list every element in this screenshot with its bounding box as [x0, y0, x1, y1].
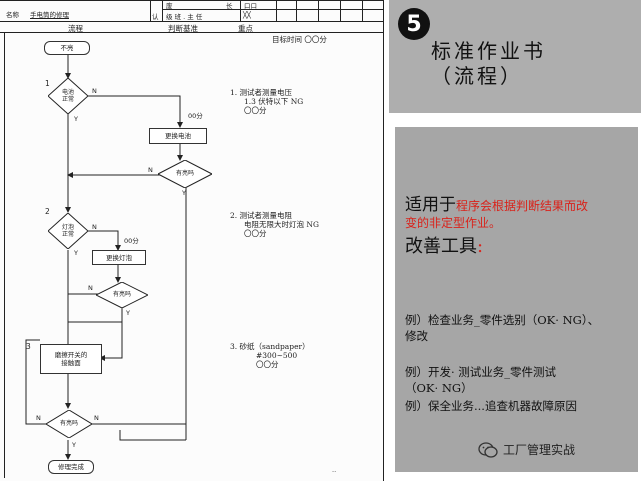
note-2: 2. 测试者测量电阻 电阻无限大时灯泡 NG 〇〇分 — [230, 211, 319, 238]
note-1: 1. 测试者测量电压 1.3 伏特以下 NG 〇〇分 — [230, 88, 303, 115]
header-line — [340, 0, 341, 21]
applies-red-2: 变的非定型作业。 — [405, 216, 502, 230]
replace-bulb-box: 更换灯泡 — [92, 250, 146, 265]
decision-check-1 — [158, 160, 212, 188]
name-label: 名称 — [6, 11, 19, 19]
note-2-line3: 〇〇分 — [244, 229, 267, 238]
note-1-line2: 1.3 伏特以下 NG — [244, 97, 304, 106]
decision-check-3-label: 有亮吗 — [59, 420, 78, 427]
start-terminal: 不亮 — [44, 41, 90, 55]
applies-prefix: 适用于 — [405, 195, 456, 215]
header-row2-text: 级 班 . 主 任 — [166, 13, 203, 21]
header-line — [0, 21, 384, 22]
footer-mark: ·· — [332, 468, 337, 476]
applies-line: 适用于程序会根据判断结果而改 — [405, 190, 588, 215]
note-1-title: 1. 测试者测量电压 — [230, 88, 293, 97]
polish-contact-box: 磨擦开关的 接触面 — [40, 344, 102, 374]
example-2-line2: （OK· NG） — [405, 381, 473, 395]
no-label: N — [88, 284, 93, 292]
note-1-line3: 〇〇分 — [244, 106, 267, 115]
column-criteria: 判断基准 — [168, 24, 198, 33]
no-label: N — [92, 223, 97, 231]
example-2-line1: 例）开发· 测试业务_零件测试 — [405, 365, 557, 379]
panel-title-line1: 标准作业书 — [431, 39, 546, 63]
time-2: 00分 — [124, 237, 139, 245]
recognized-char: 认 — [152, 13, 159, 21]
header-line — [276, 0, 277, 21]
example-3: 例）保全业务...追查机器故障原因 — [405, 399, 577, 413]
header-row1-head: 废 — [166, 2, 173, 10]
title-panel — [389, 0, 641, 113]
watermark-text: 工厂管理实战 — [503, 443, 576, 457]
yes-label: Y — [72, 441, 76, 449]
column-points: 重点 — [238, 24, 253, 33]
header-line — [296, 0, 297, 21]
header-line — [150, 0, 151, 21]
time-1: 00分 — [188, 112, 203, 120]
header-boxes: 口口 — [244, 2, 257, 10]
decision-check-2 — [96, 282, 148, 308]
improve-title-line: 改善工具: — [405, 232, 483, 258]
decision-bulb — [48, 213, 88, 249]
example-1-line2: 修改 — [405, 329, 428, 343]
header-line — [240, 0, 241, 21]
target-time: 目标时间 〇〇分 — [272, 35, 327, 44]
example-1-line1: 例）检查业务_零件选别（OK· NG）、 — [405, 313, 600, 327]
document-border — [4, 32, 5, 478]
improve-title: 改善工具 — [405, 236, 477, 257]
name-value: 手电筒的修理 — [30, 11, 69, 19]
note-2-title: 2. 测试者测量电阻 — [230, 211, 293, 220]
yes-label: Y — [74, 249, 78, 257]
replace-battery-box: 更换电池 — [149, 128, 207, 144]
decision-bulb-label: 灯泡 正常 — [61, 224, 74, 238]
header-line — [318, 0, 319, 21]
header-line — [362, 0, 363, 21]
document-border — [383, 0, 384, 481]
no-label: N — [94, 414, 99, 422]
no-label: N — [148, 166, 153, 174]
decision-check-3 — [46, 410, 92, 438]
step-number-3: 3 — [26, 342, 31, 351]
decision-check-2-label: 有亮吗 — [112, 291, 131, 298]
note-3-line2: #300~500 — [256, 351, 298, 360]
step-number-1: 1 — [45, 79, 50, 88]
note-3-line3: 〇〇分 — [256, 360, 279, 369]
decision-battery — [48, 78, 88, 114]
header-x-marks: ╳╳ — [243, 11, 251, 19]
finish-terminal: 修理完成 — [48, 460, 94, 474]
note-3-title: 3. 砂纸（sandpaper） — [230, 342, 310, 351]
flowchart-document: 名称 手电筒的修理 认 废 长 口口 级 班 . 主 任 ╳╳ 流程 判断基准 … — [0, 0, 384, 481]
yes-label: Y — [182, 189, 186, 197]
yes-label: Y — [74, 115, 78, 123]
section-number-badge: 5 — [398, 8, 430, 40]
note-3: 3. 砂纸（sandpaper） #300~500 〇〇分 — [230, 342, 310, 369]
panel-title-line2: （流程） — [431, 64, 523, 88]
no-label: N — [36, 414, 41, 422]
decision-battery-label: 电池 正常 — [61, 89, 74, 103]
header-line — [0, 0, 384, 1]
header-row1-tail: 长 — [226, 2, 233, 10]
header-line — [162, 0, 163, 21]
header-line — [0, 32, 384, 33]
yes-label: Y — [126, 309, 130, 317]
note-2-line2: 电阻无限大时灯泡 NG — [244, 220, 319, 229]
applies-red-1: 程序会根据判断结果而改 — [456, 199, 589, 213]
improve-colon: : — [477, 236, 484, 257]
flow-connectors — [25, 54, 187, 460]
no-label: N — [92, 87, 97, 95]
decision-check-1-label: 有亮吗 — [175, 170, 194, 177]
column-flow: 流程 — [68, 24, 83, 33]
description-panel — [395, 127, 638, 472]
step-number-2: 2 — [45, 207, 50, 216]
header-line — [162, 9, 384, 10]
wechat-icon — [478, 441, 498, 458]
watermark: 工厂管理实战 — [478, 441, 575, 458]
